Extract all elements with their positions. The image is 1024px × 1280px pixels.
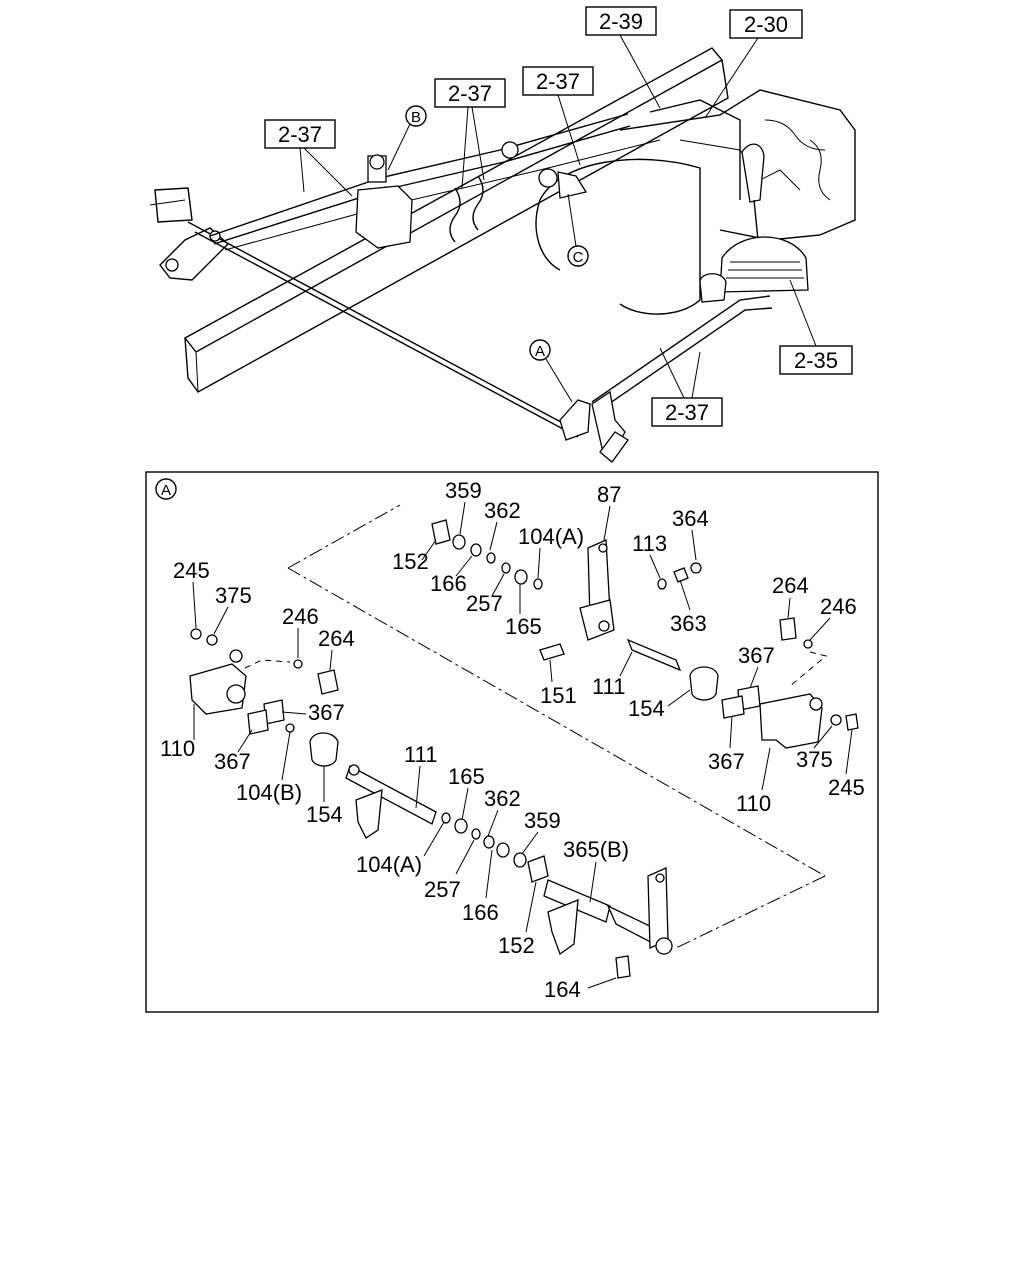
svg-text:2-37: 2-37 bbox=[278, 122, 322, 147]
part-label-264-left: 264 bbox=[318, 626, 355, 651]
part-label-154-right: 154 bbox=[628, 696, 665, 721]
part-label-367-left-upper: 367 bbox=[308, 700, 345, 725]
part-label-367-right-upper: 367 bbox=[738, 643, 775, 668]
part-label-151: 151 bbox=[540, 683, 577, 708]
part-label-152-upper: 152 bbox=[392, 549, 429, 574]
overview-drawing bbox=[149, 47, 856, 463]
part-label-246-right: 246 bbox=[820, 594, 857, 619]
part-label-362-lower: 362 bbox=[484, 786, 521, 811]
part-label-359: 359 bbox=[445, 478, 482, 503]
ref-box-2-37-bottom: 2-37 bbox=[651, 347, 723, 427]
part-label-246-left: 246 bbox=[282, 604, 319, 629]
svg-text:2-35: 2-35 bbox=[794, 348, 838, 373]
part-label-245-left: 245 bbox=[173, 558, 210, 583]
part-label-110-right: 110 bbox=[736, 791, 771, 816]
marker-a-overview: A bbox=[529, 339, 573, 403]
ref-box-2-37-top-left: 2-37 bbox=[264, 119, 353, 197]
svg-text:2-37: 2-37 bbox=[536, 69, 580, 94]
ref-box-2-39: 2-39 bbox=[585, 6, 661, 109]
ref-box-2-30: 2-30 bbox=[704, 9, 803, 119]
part-label-104b: 104(B) bbox=[236, 780, 302, 805]
ref-box-2-37-top-middle: 2-37 bbox=[434, 78, 506, 189]
part-label-104a-upper: 104(A) bbox=[518, 524, 584, 549]
part-label-111-lower: 111 bbox=[404, 742, 437, 767]
part-label-111-upper: 111 bbox=[592, 674, 625, 699]
part-label-164: 164 bbox=[544, 977, 581, 1002]
svg-text:A: A bbox=[161, 482, 171, 499]
svg-text:A: A bbox=[535, 343, 545, 360]
part-label-110-left: 110 bbox=[160, 736, 195, 761]
svg-text:C: C bbox=[573, 249, 584, 266]
part-label-367-left-lower: 367 bbox=[214, 749, 251, 774]
marker-b-overview: B bbox=[387, 105, 427, 171]
part-label-363: 363 bbox=[670, 611, 707, 636]
part-label-359-lower: 359 bbox=[524, 808, 561, 833]
part-label-104a-lower: 104(A) bbox=[356, 852, 422, 877]
detail-a-frame: A bbox=[145, 471, 879, 1013]
part-label-166-upper: 166 bbox=[430, 571, 467, 596]
part-label-165-lower: 165 bbox=[448, 764, 485, 789]
svg-text:2-37: 2-37 bbox=[665, 400, 709, 425]
part-label-152-lower: 152 bbox=[498, 933, 535, 958]
part-label-166-lower: 166 bbox=[462, 900, 499, 925]
ref-box-2-37-top-center: 2-37 bbox=[522, 66, 594, 166]
part-label-165-upper: 165 bbox=[505, 614, 542, 639]
detail-guide-lines bbox=[244, 504, 828, 949]
svg-text:2-37: 2-37 bbox=[448, 81, 492, 106]
part-label-113: 113 bbox=[632, 531, 667, 556]
part-label-257-upper: 257 bbox=[466, 591, 503, 616]
svg-text:2-30: 2-30 bbox=[744, 12, 788, 37]
svg-text:2-39: 2-39 bbox=[599, 9, 643, 34]
part-label-367-right-lower: 367 bbox=[708, 749, 745, 774]
part-label-365b: 365(B) bbox=[563, 837, 629, 862]
detail-labels: 359 362 87 364 104(A) 113 152 166 257 16… bbox=[160, 478, 865, 1002]
part-label-87: 87 bbox=[597, 482, 621, 507]
marker-c-overview: C bbox=[567, 193, 589, 267]
detail-parts bbox=[189, 519, 859, 979]
svg-text:B: B bbox=[411, 109, 421, 126]
part-label-375-left: 375 bbox=[215, 583, 252, 608]
part-label-245-right: 245 bbox=[828, 775, 865, 800]
part-label-264-right: 264 bbox=[772, 573, 809, 598]
part-label-375-right: 375 bbox=[796, 747, 833, 772]
part-label-362: 362 bbox=[484, 498, 521, 523]
part-label-364: 364 bbox=[672, 506, 709, 531]
ref-box-2-35: 2-35 bbox=[779, 279, 853, 375]
part-label-154-left: 154 bbox=[306, 802, 343, 827]
part-label-257-lower: 257 bbox=[424, 877, 461, 902]
